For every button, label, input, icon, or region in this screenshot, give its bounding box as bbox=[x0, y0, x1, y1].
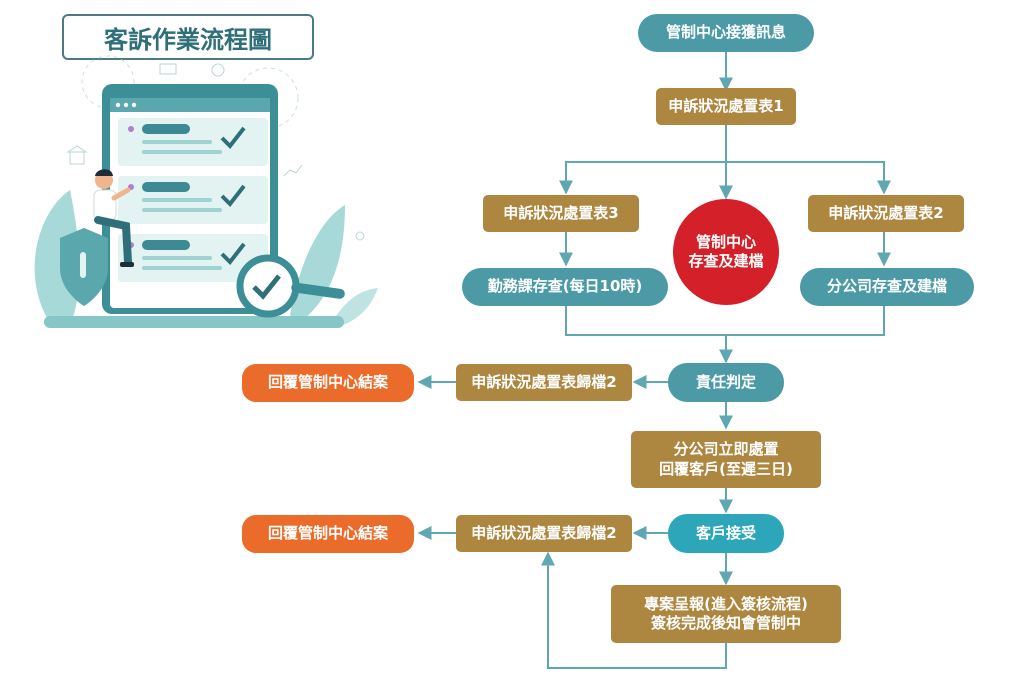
window-dot-icon bbox=[131, 102, 137, 108]
window-dot-icon bbox=[115, 102, 121, 108]
chart-icon bbox=[283, 164, 303, 177]
node-project-report-line2: 簽核完成後知會管制中 bbox=[650, 614, 801, 632]
list-line bbox=[142, 198, 212, 202]
node-form-archive-1: 申訴狀況處置表歸檔2 bbox=[456, 364, 632, 401]
node-form-2: 申訴狀況處置表2 bbox=[808, 195, 964, 232]
node-branch-handle-line1: 分公司立即處置 bbox=[673, 440, 779, 458]
center-label-line2: 存查及建檔 bbox=[688, 252, 764, 270]
node-customer-accept: 客戶接受 bbox=[668, 514, 784, 553]
node-control-center-receive: 管制中心接獲訊息 bbox=[638, 14, 814, 52]
decor-circle bbox=[237, 67, 299, 129]
node-form-archive-2: 申訴狀況處置表歸檔2 bbox=[456, 515, 632, 552]
connectors bbox=[417, 52, 891, 669]
node-branch-archive: 分公司存查及建檔 bbox=[800, 268, 974, 306]
list-line bbox=[142, 208, 222, 212]
window-dot-icon bbox=[123, 102, 129, 108]
illustration bbox=[34, 55, 378, 328]
node-branch-handle: 分公司立即處置 回覆客戶(至遲三日) bbox=[631, 431, 821, 488]
bullet-icon bbox=[128, 126, 134, 132]
node-project-report-line1: 專案呈報(進入簽核流程) bbox=[644, 594, 808, 613]
list-pill bbox=[142, 124, 190, 134]
leaf-right-icon bbox=[290, 205, 345, 322]
list-line bbox=[142, 150, 222, 154]
center-label-line1: 管制中心 bbox=[695, 232, 756, 251]
center-label: 管制中心 存查及建檔 bbox=[680, 224, 772, 280]
decor-dot-icon bbox=[355, 231, 365, 241]
center-circle bbox=[673, 199, 779, 305]
list-line bbox=[142, 140, 212, 144]
node-duty-section-archive: 勤務課存查(每日10時) bbox=[462, 268, 668, 306]
gear-icon bbox=[211, 63, 225, 77]
list-line bbox=[142, 256, 212, 260]
node-branch-handle-line2: 回覆客戶(至遲三日) bbox=[659, 459, 793, 478]
diagram-title: 客訴作業流程圖 bbox=[62, 14, 314, 60]
check-icon bbox=[220, 184, 246, 208]
node-form-1: 申訴狀況處置表1 bbox=[656, 88, 796, 125]
list-pill bbox=[142, 182, 190, 192]
check-icon bbox=[220, 126, 246, 150]
shield-mark bbox=[80, 252, 86, 278]
node-reply-close-1: 回覆管制中心結案 bbox=[242, 364, 414, 402]
platform bbox=[44, 316, 344, 328]
check-icon bbox=[220, 242, 246, 266]
tablet-toolbar bbox=[110, 98, 270, 112]
person-body-icon bbox=[93, 189, 117, 221]
node-responsibility: 責任判定 bbox=[668, 363, 784, 402]
node-form-3: 申訴狀況處置表3 bbox=[483, 195, 639, 232]
card-icon bbox=[159, 63, 177, 75]
node-project-report: 專案呈報(進入簽核流程) 簽核完成後知會管制中 bbox=[611, 585, 841, 643]
person-legs-icon bbox=[94, 216, 132, 266]
list-line bbox=[142, 266, 222, 270]
list-pill bbox=[142, 240, 190, 250]
node-reply-close-2: 回覆管制中心結案 bbox=[242, 515, 414, 553]
bank-icon bbox=[69, 151, 85, 165]
